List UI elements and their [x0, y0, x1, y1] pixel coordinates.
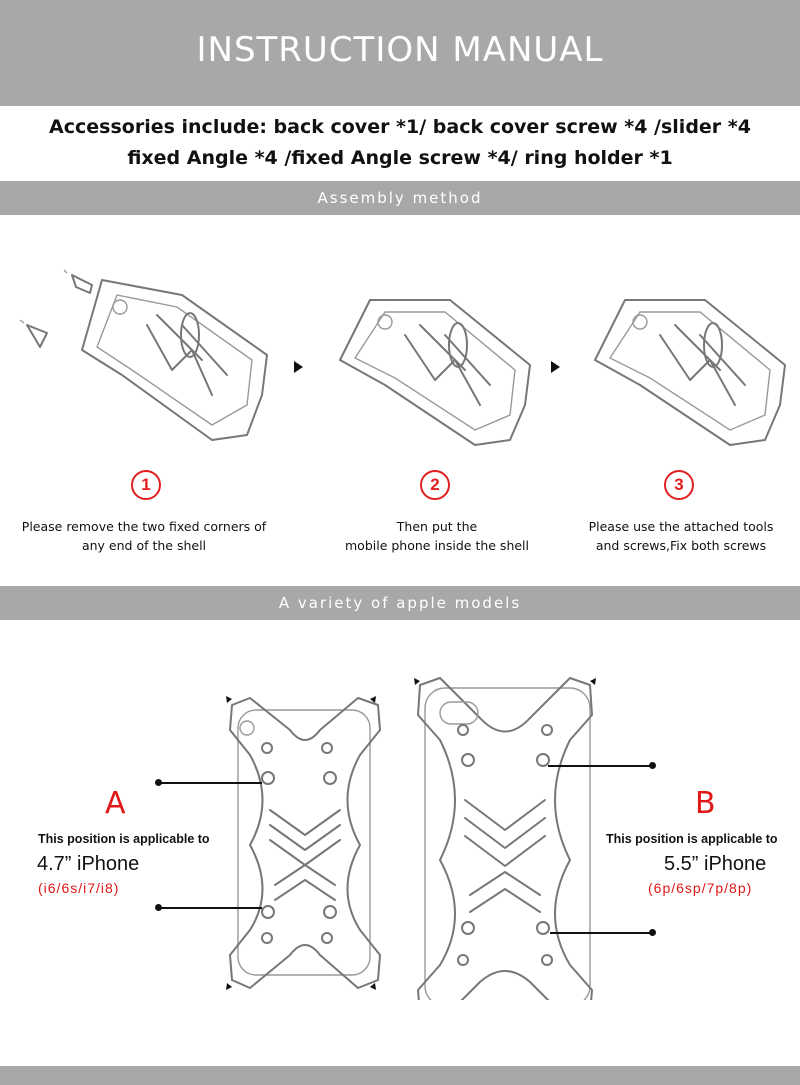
assembly-illustrations	[19, 269, 786, 446]
step-1-caption: Please remove the two fixed corners of a…	[14, 517, 274, 555]
step-3-caption-line-1: Please use the attached tools	[588, 519, 774, 534]
step-1-caption-line-1: Please remove the two fixed corners of	[21, 519, 267, 534]
position-a-applicable: This position is applicable to	[38, 832, 210, 846]
step-2-caption: Then put the mobile phone inside the she…	[307, 517, 567, 555]
arrow-right-icon	[551, 361, 560, 373]
position-b-letter: B	[695, 786, 716, 821]
frame-a-illustration	[226, 696, 381, 990]
page-title: INSTRUCTION MANUAL	[196, 30, 604, 70]
step-2-caption-line-1: Then put the	[396, 519, 478, 534]
step-2-caption-line-2: mobile phone inside the shell	[345, 538, 529, 553]
pointer-line	[160, 907, 262, 909]
step-3-illustration	[594, 299, 786, 446]
step-3-caption-line-2: and screws,Fix both screws	[595, 538, 767, 553]
bottom-bar	[0, 1066, 800, 1085]
step-2-number: 2	[420, 470, 450, 500]
position-a-models: (i6/6s/i7/i8)	[38, 880, 120, 896]
step-1-caption-line-2: any end of the shell	[81, 538, 207, 553]
phone-frames-illustration	[226, 677, 596, 1000]
position-a-letter: A	[105, 786, 126, 821]
pointer-dot	[155, 779, 162, 786]
step-3-number: 3	[664, 470, 694, 500]
assembly-method-band: Assembly method	[0, 181, 800, 215]
apple-models-band: A variety of apple models	[0, 586, 800, 620]
step-2-illustration	[339, 299, 531, 446]
position-b-applicable: This position is applicable to	[606, 832, 778, 846]
pointer-dot	[649, 762, 656, 769]
position-a-size: 4.7” iPhone	[37, 853, 140, 875]
position-b-models: (6p/6sp/7p/8p)	[648, 880, 753, 896]
step-1-number: 1	[131, 470, 161, 500]
pointer-dot	[155, 904, 162, 911]
pointer-dot	[649, 929, 656, 936]
arrow-right-icon	[294, 361, 303, 373]
step-1-illustration	[19, 269, 268, 441]
title-bar	[0, 0, 800, 106]
step-3-caption: Please use the attached tools and screws…	[551, 517, 800, 555]
frame-b-illustration	[414, 677, 596, 1000]
pointer-line	[160, 782, 262, 784]
pointer-line	[550, 932, 652, 934]
pointer-line	[548, 765, 652, 767]
position-b-size: 5.5” iPhone	[664, 853, 767, 875]
accessories-line-2: fixed Angle *4 /fixed Angle screw *4/ ri…	[127, 147, 673, 169]
accessories-line-1: Accessories include: back cover *1/ back…	[49, 116, 751, 138]
